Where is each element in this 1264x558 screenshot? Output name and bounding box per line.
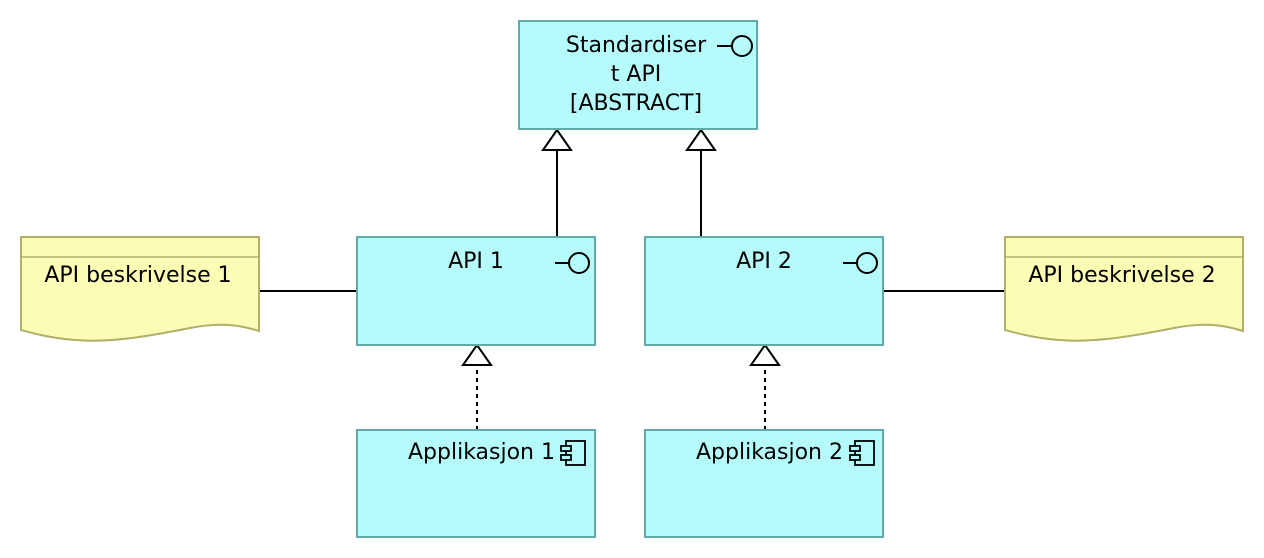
node-standardized-api-line2: t API: [611, 62, 661, 87]
interface-icon: [717, 35, 753, 57]
node-api2[interactable]: API 2: [644, 236, 884, 346]
interface-icon: [843, 252, 878, 274]
node-app2-label: Applikasjon 2: [696, 440, 843, 465]
node-api1-label: API 1: [448, 249, 504, 274]
edge-api2-specializes-standard[interactable]: [685, 128, 717, 237]
node-standardized-api[interactable]: Standardiser t API [ABSTRACT]: [518, 20, 758, 130]
node-standardized-api-line3: [ABSTRACT]: [570, 91, 702, 116]
node-standardized-api-line1: Standardiser: [566, 33, 707, 58]
node-desc1-label: API beskrivelse 1: [44, 263, 231, 288]
edge-app2-realizes-api2[interactable]: [749, 343, 781, 430]
component-icon: [560, 440, 586, 466]
edge-api1-specializes-standard[interactable]: [541, 128, 573, 237]
component-icon: [849, 440, 875, 466]
interface-icon: [555, 252, 590, 274]
node-api1[interactable]: API 1: [356, 236, 596, 346]
node-app2[interactable]: Applikasjon 2: [644, 429, 884, 538]
node-app1[interactable]: Applikasjon 1: [356, 429, 596, 538]
connectors: [260, 128, 1005, 430]
node-desc1[interactable]: API beskrivelse 1: [20, 236, 260, 342]
node-api2-label: API 2: [736, 249, 792, 274]
node-desc2-label: API beskrivelse 2: [1028, 263, 1215, 288]
node-app1-label: Applikasjon 1: [408, 440, 555, 465]
edge-app1-realizes-api1[interactable]: [461, 343, 493, 430]
node-desc2[interactable]: API beskrivelse 2: [1004, 236, 1244, 342]
